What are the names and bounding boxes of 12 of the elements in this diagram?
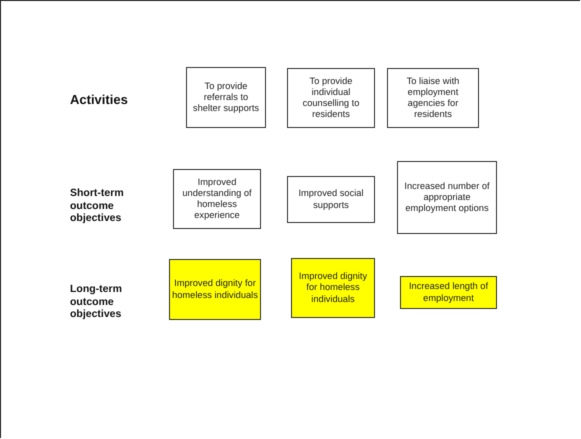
highlighted-outcome-box: Increased length of employment (400, 276, 497, 309)
row-heading: Short-term outcome objectives (70, 187, 125, 225)
highlighted-outcome-box: Improved dignity for homeless individuals (169, 259, 261, 320)
row-heading: Long-term outcome objectives (70, 283, 123, 321)
outcome-box: To provide individual counselling to residents (287, 68, 375, 128)
outcome-box: Improved social supports (287, 176, 375, 223)
row-heading: Activities (70, 92, 129, 108)
outcome-box: Increased number of appropriate employment options (397, 161, 497, 234)
outcome-box: To liaise with employment agencies for residents (387, 68, 479, 128)
highlighted-outcome-box: Improved dignity for homeless individuals (291, 258, 375, 318)
outcome-box: To provide referrals to shelter supports (186, 67, 266, 128)
outcome-box: Improved understanding of homeless experience (173, 169, 261, 229)
